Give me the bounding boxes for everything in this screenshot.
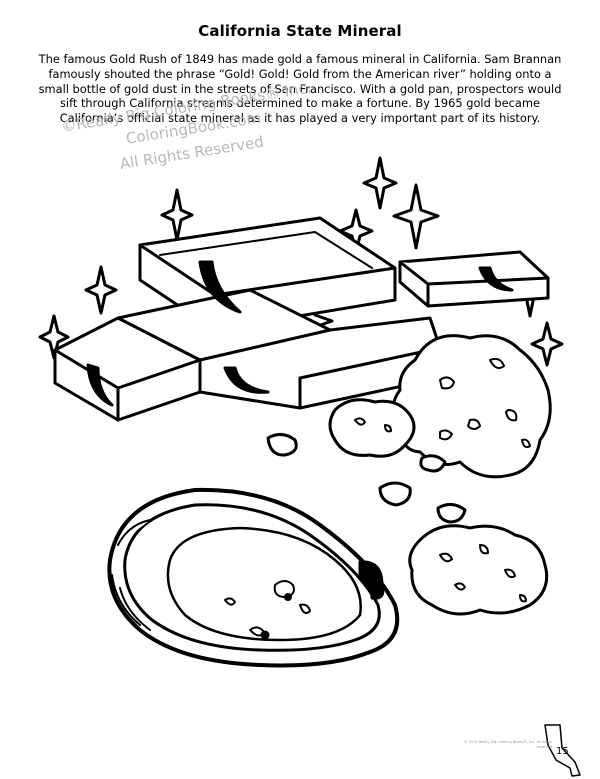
gold-bars [53, 216, 550, 422]
gold-nugget [328, 398, 416, 458]
intro-paragraph: The famous Gold Rush of 1849 has made go… [38, 52, 562, 126]
page-title: California State Mineral [198, 22, 402, 40]
gold-nuggets [266, 334, 552, 616]
sparkle [392, 183, 440, 250]
sparkle [84, 265, 118, 315]
gold-nugget [378, 481, 412, 507]
gold-nugget [408, 524, 549, 616]
gold-pan [107, 487, 400, 668]
sparkle [362, 156, 398, 210]
gold-nugget [392, 334, 552, 479]
page-number: 15 [556, 746, 569, 757]
gold-nugget [266, 433, 298, 457]
california-map-outline [544, 724, 581, 777]
gold-nugget [436, 503, 467, 524]
gold-nugget [419, 454, 447, 473]
sparkle [530, 321, 564, 367]
footer-copyright: © 2015 Really Big Coloring Books®, Inc. … [464, 740, 552, 749]
